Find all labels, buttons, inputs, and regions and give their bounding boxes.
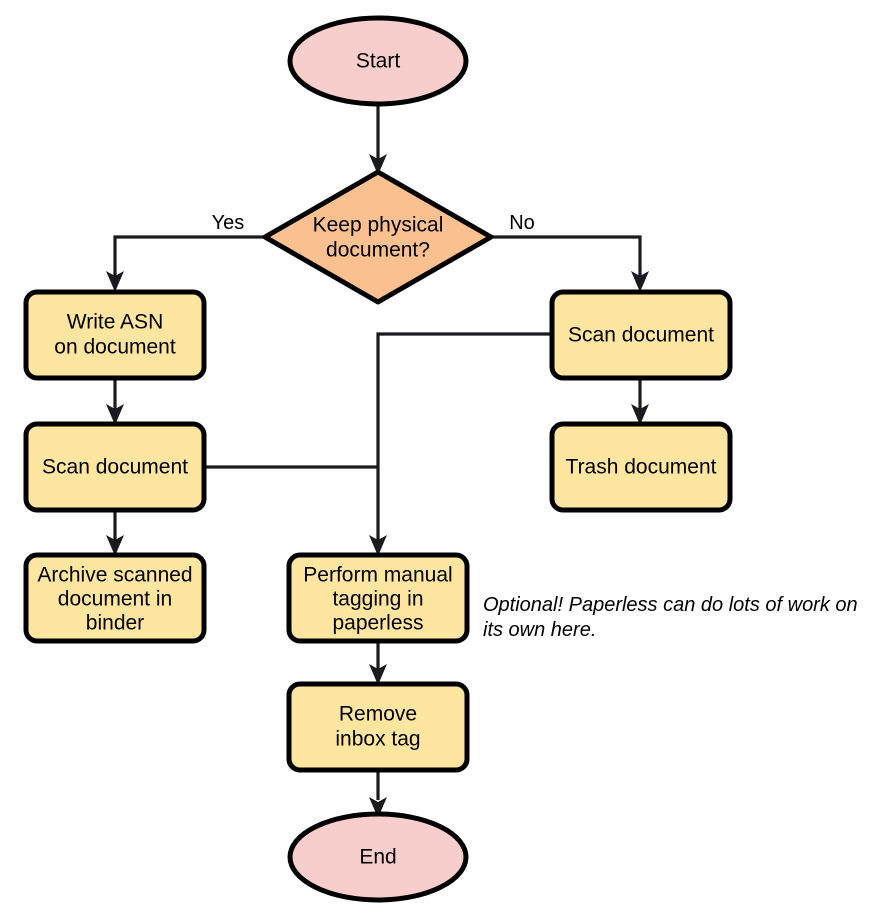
node-remove-inbox-tag[interactable]: Remove inbox tag xyxy=(286,681,470,773)
trash-document-box-shape xyxy=(549,421,733,513)
edge-remove-inbox-to-end xyxy=(369,771,387,818)
scan-document-right-box-shape xyxy=(549,289,733,381)
node-tagging-label-line2: tagging in xyxy=(332,588,423,611)
node-remove-inbox-label-line2: inbox tag xyxy=(335,728,420,751)
node-archive-label-line1: Archive scanned xyxy=(37,564,192,587)
node-archive-label-line2: document in xyxy=(58,588,172,611)
node-tagging-label-line3: paperless xyxy=(332,612,423,635)
end-ellipse-shape xyxy=(287,811,469,903)
node-write-asn-label-line2: on document xyxy=(54,336,176,359)
annotation-line1: Optional! Paperless can do lots of work … xyxy=(483,594,858,616)
node-decision-label-line1: Keep physical xyxy=(313,214,444,237)
archive-box-shape xyxy=(23,552,207,644)
node-trash-document-label: Trash document xyxy=(566,456,717,479)
node-write-asn-label-line1: Write ASN xyxy=(67,311,163,334)
annotation-optional-paperless: Optional! Paperless can do lots of work … xyxy=(483,594,858,641)
node-scan-document-right-label: Scan document xyxy=(568,324,714,347)
node-trash-document[interactable]: Trash document xyxy=(549,421,733,513)
node-scan-document-right[interactable]: Scan document xyxy=(549,289,733,381)
edge-scan-right-to-tagging xyxy=(369,332,552,556)
annotation-line2: its own here. xyxy=(483,619,596,641)
node-tagging-label-line1: Perform manual xyxy=(303,564,452,587)
edge-tagging-to-remove-inbox xyxy=(369,641,387,685)
node-end-label: End xyxy=(359,846,396,869)
node-archive-label-line3: binder xyxy=(86,612,144,635)
edge-label-yes: Yes xyxy=(212,212,245,234)
node-decision-keep-physical-document[interactable]: Keep physical document? xyxy=(262,169,494,305)
node-write-asn-on-document[interactable]: Write ASN on document xyxy=(23,289,207,381)
node-remove-inbox-label-line1: Remove xyxy=(339,703,417,726)
node-perform-manual-tagging[interactable]: Perform manual tagging in paperless xyxy=(286,552,470,644)
node-end[interactable]: End xyxy=(287,811,469,903)
edge-label-no: No xyxy=(509,212,535,234)
edge-scan-right-to-trash xyxy=(631,378,649,425)
scan-document-left-box-shape xyxy=(23,421,207,513)
edge-write-asn-to-scan-left xyxy=(106,378,124,425)
remove-inbox-tag-box-shape xyxy=(286,681,470,773)
node-start[interactable]: Start xyxy=(287,15,469,107)
edge-scan-left-to-archive xyxy=(106,511,124,556)
edge-decision-yes-to-write-asn xyxy=(106,235,265,292)
edge-start-to-decision xyxy=(369,104,387,175)
node-scan-document-left[interactable]: Scan document xyxy=(23,421,207,513)
edge-decision-no-to-scan-right xyxy=(491,235,649,292)
node-start-label: Start xyxy=(356,50,401,73)
tagging-box-shape xyxy=(286,552,470,644)
node-archive-scanned-document[interactable]: Archive scanned document in binder xyxy=(23,552,207,644)
node-scan-document-left-label: Scan document xyxy=(42,456,188,479)
write-asn-box-shape xyxy=(23,289,207,381)
decision-diamond-shape xyxy=(262,169,494,305)
node-decision-label-line2: document? xyxy=(326,239,430,262)
start-ellipse-shape xyxy=(287,15,469,107)
